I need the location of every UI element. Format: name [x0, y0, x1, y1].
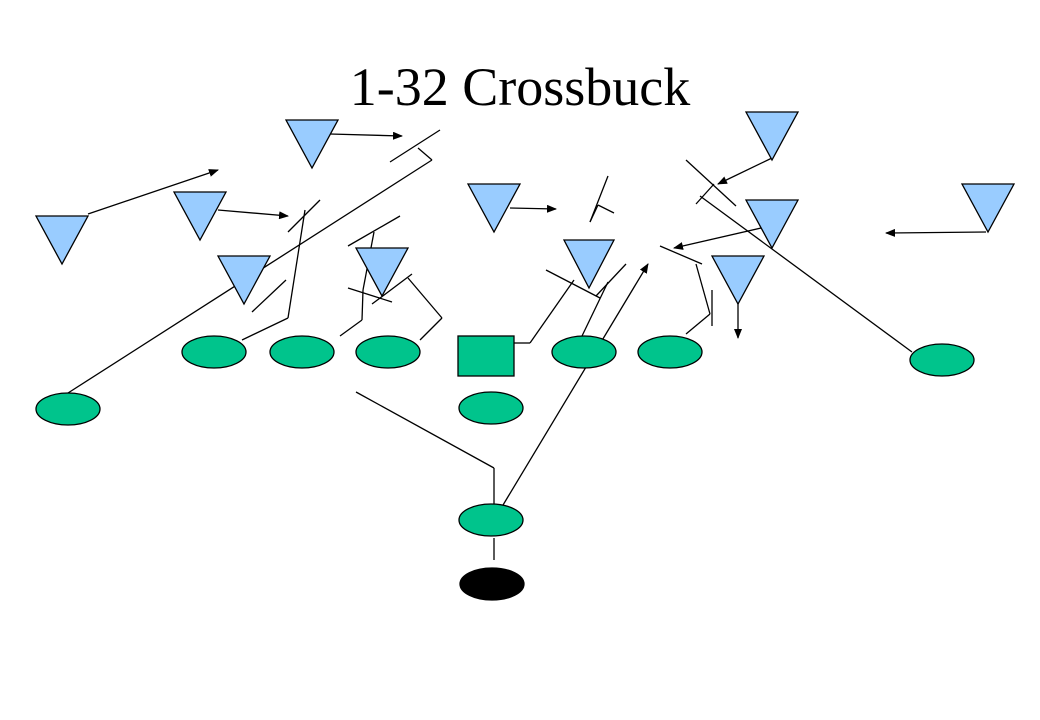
block-mark	[589, 175, 609, 223]
block-mark	[595, 263, 627, 297]
defense-arrows	[87, 131, 987, 339]
defender	[354, 247, 410, 298]
defender	[562, 239, 616, 290]
left-guard-2-route	[407, 277, 443, 319]
left-guard-route	[339, 319, 363, 337]
block-mark	[251, 279, 287, 313]
block-mark	[685, 159, 737, 207]
left-guard-2-route	[419, 317, 443, 341]
qb-route	[355, 391, 495, 469]
offense-left-tackle	[181, 335, 247, 369]
offense-left-guard-2	[355, 335, 421, 369]
offense-right-tackle	[637, 335, 703, 369]
ball-carrier-route	[493, 263, 649, 521]
defender	[710, 255, 766, 306]
block-mark	[597, 204, 615, 214]
block-mark	[659, 245, 703, 265]
play-title: 1-32 Crossbuck	[349, 57, 691, 117]
offense-right-guard	[551, 335, 617, 369]
offense-tailback-ball-carrier	[459, 567, 525, 601]
block-mark	[417, 147, 433, 161]
defense-players	[34, 111, 1016, 306]
block-mark	[347, 215, 401, 247]
block-mark	[545, 269, 601, 299]
defender	[744, 199, 800, 250]
defender	[216, 255, 272, 306]
right-end-route	[699, 195, 913, 353]
defender	[172, 191, 228, 242]
block-mark	[347, 287, 393, 303]
offense-players	[35, 335, 975, 601]
defender	[466, 183, 522, 234]
defender	[744, 111, 800, 162]
offense-fullback	[458, 503, 524, 537]
right-tackle-route	[685, 313, 711, 335]
left-tackle-route	[241, 317, 289, 341]
left-tackle-route	[287, 209, 306, 319]
offense-right-end	[909, 343, 975, 377]
center-route	[529, 279, 575, 344]
defender	[960, 183, 1016, 234]
right-guard-route	[581, 281, 609, 337]
offense-left-guard	[269, 335, 335, 369]
right-tackle-route	[695, 263, 711, 315]
block-mark	[287, 199, 321, 233]
block-mark	[389, 129, 441, 163]
block-mark	[371, 273, 413, 305]
offense-left-end	[35, 392, 101, 426]
offense-quarterback	[458, 391, 524, 425]
block-mark	[695, 183, 715, 205]
offense-center	[457, 335, 515, 377]
defender	[284, 119, 340, 170]
left-guard-route	[361, 289, 364, 321]
defender	[34, 215, 90, 266]
